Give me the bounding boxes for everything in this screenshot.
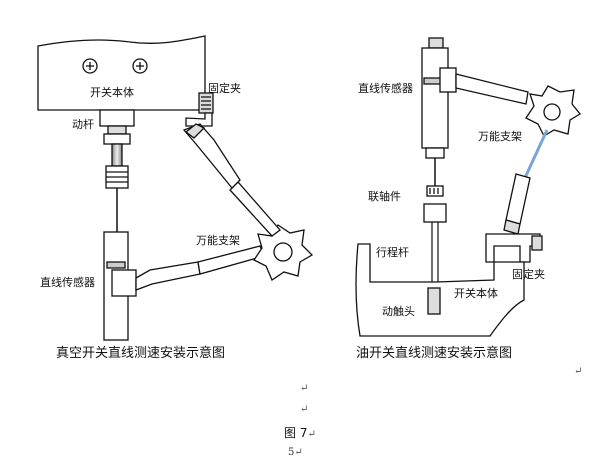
right-switch-body-label: 开关本体 (454, 287, 498, 300)
left-moving-rod-label: 动杆 (72, 118, 94, 131)
left-switch-body (37, 35, 206, 111)
return-mark: ↵ (307, 429, 316, 440)
return-mark: ↵ (574, 366, 583, 377)
right-moving-contact (427, 287, 441, 315)
left-arm-lower (135, 261, 201, 291)
left-diagram (37, 35, 314, 341)
figure-label-row: 图 7↵ (284, 422, 316, 441)
right-caption: 油开关直线测速安装示意图 (356, 346, 513, 361)
left-clamp-bracket (185, 112, 213, 127)
right-arm-top (455, 73, 529, 105)
right-arm-lower (505, 173, 531, 225)
right-moving-contact-label: 动触头 (382, 305, 415, 318)
left-universal-bracket-label: 万能支架 (196, 234, 240, 247)
left-fixed-clamp-label: 固定夹 (208, 82, 241, 95)
left-clamp-block (198, 92, 214, 114)
right-linear-sensor-label: 直线传感器 (358, 82, 413, 95)
left-rod-top-block (99, 109, 135, 127)
page-number: 5 (288, 447, 295, 458)
left-switch-body-label: 开关本体 (90, 86, 134, 99)
left-caption: 真空开关直线测速安装示意图 (56, 346, 226, 361)
right-stroke-rod-label: 行程杆 (376, 246, 409, 259)
page-number-row: 5↵ (288, 440, 303, 459)
left-arm-upper (229, 181, 281, 237)
right-blue-rod (522, 129, 549, 181)
right-fixed-clamp-label: 固定夹 (512, 268, 545, 281)
left-linear-sensor-label: 直线传感器 (40, 276, 95, 289)
right-coupling-label: 联轴件 (368, 190, 401, 203)
right-sensor-body (421, 47, 449, 149)
return-mark: ↵ (300, 404, 309, 415)
right-universal-bracket-label: 万能支架 (478, 130, 522, 143)
return-mark: ↵ (300, 383, 309, 394)
right-diagram (355, 37, 581, 337)
right-coupling (426, 185, 444, 197)
figure-label: 图 7 (284, 426, 308, 440)
return-mark: ↵ (294, 447, 303, 458)
